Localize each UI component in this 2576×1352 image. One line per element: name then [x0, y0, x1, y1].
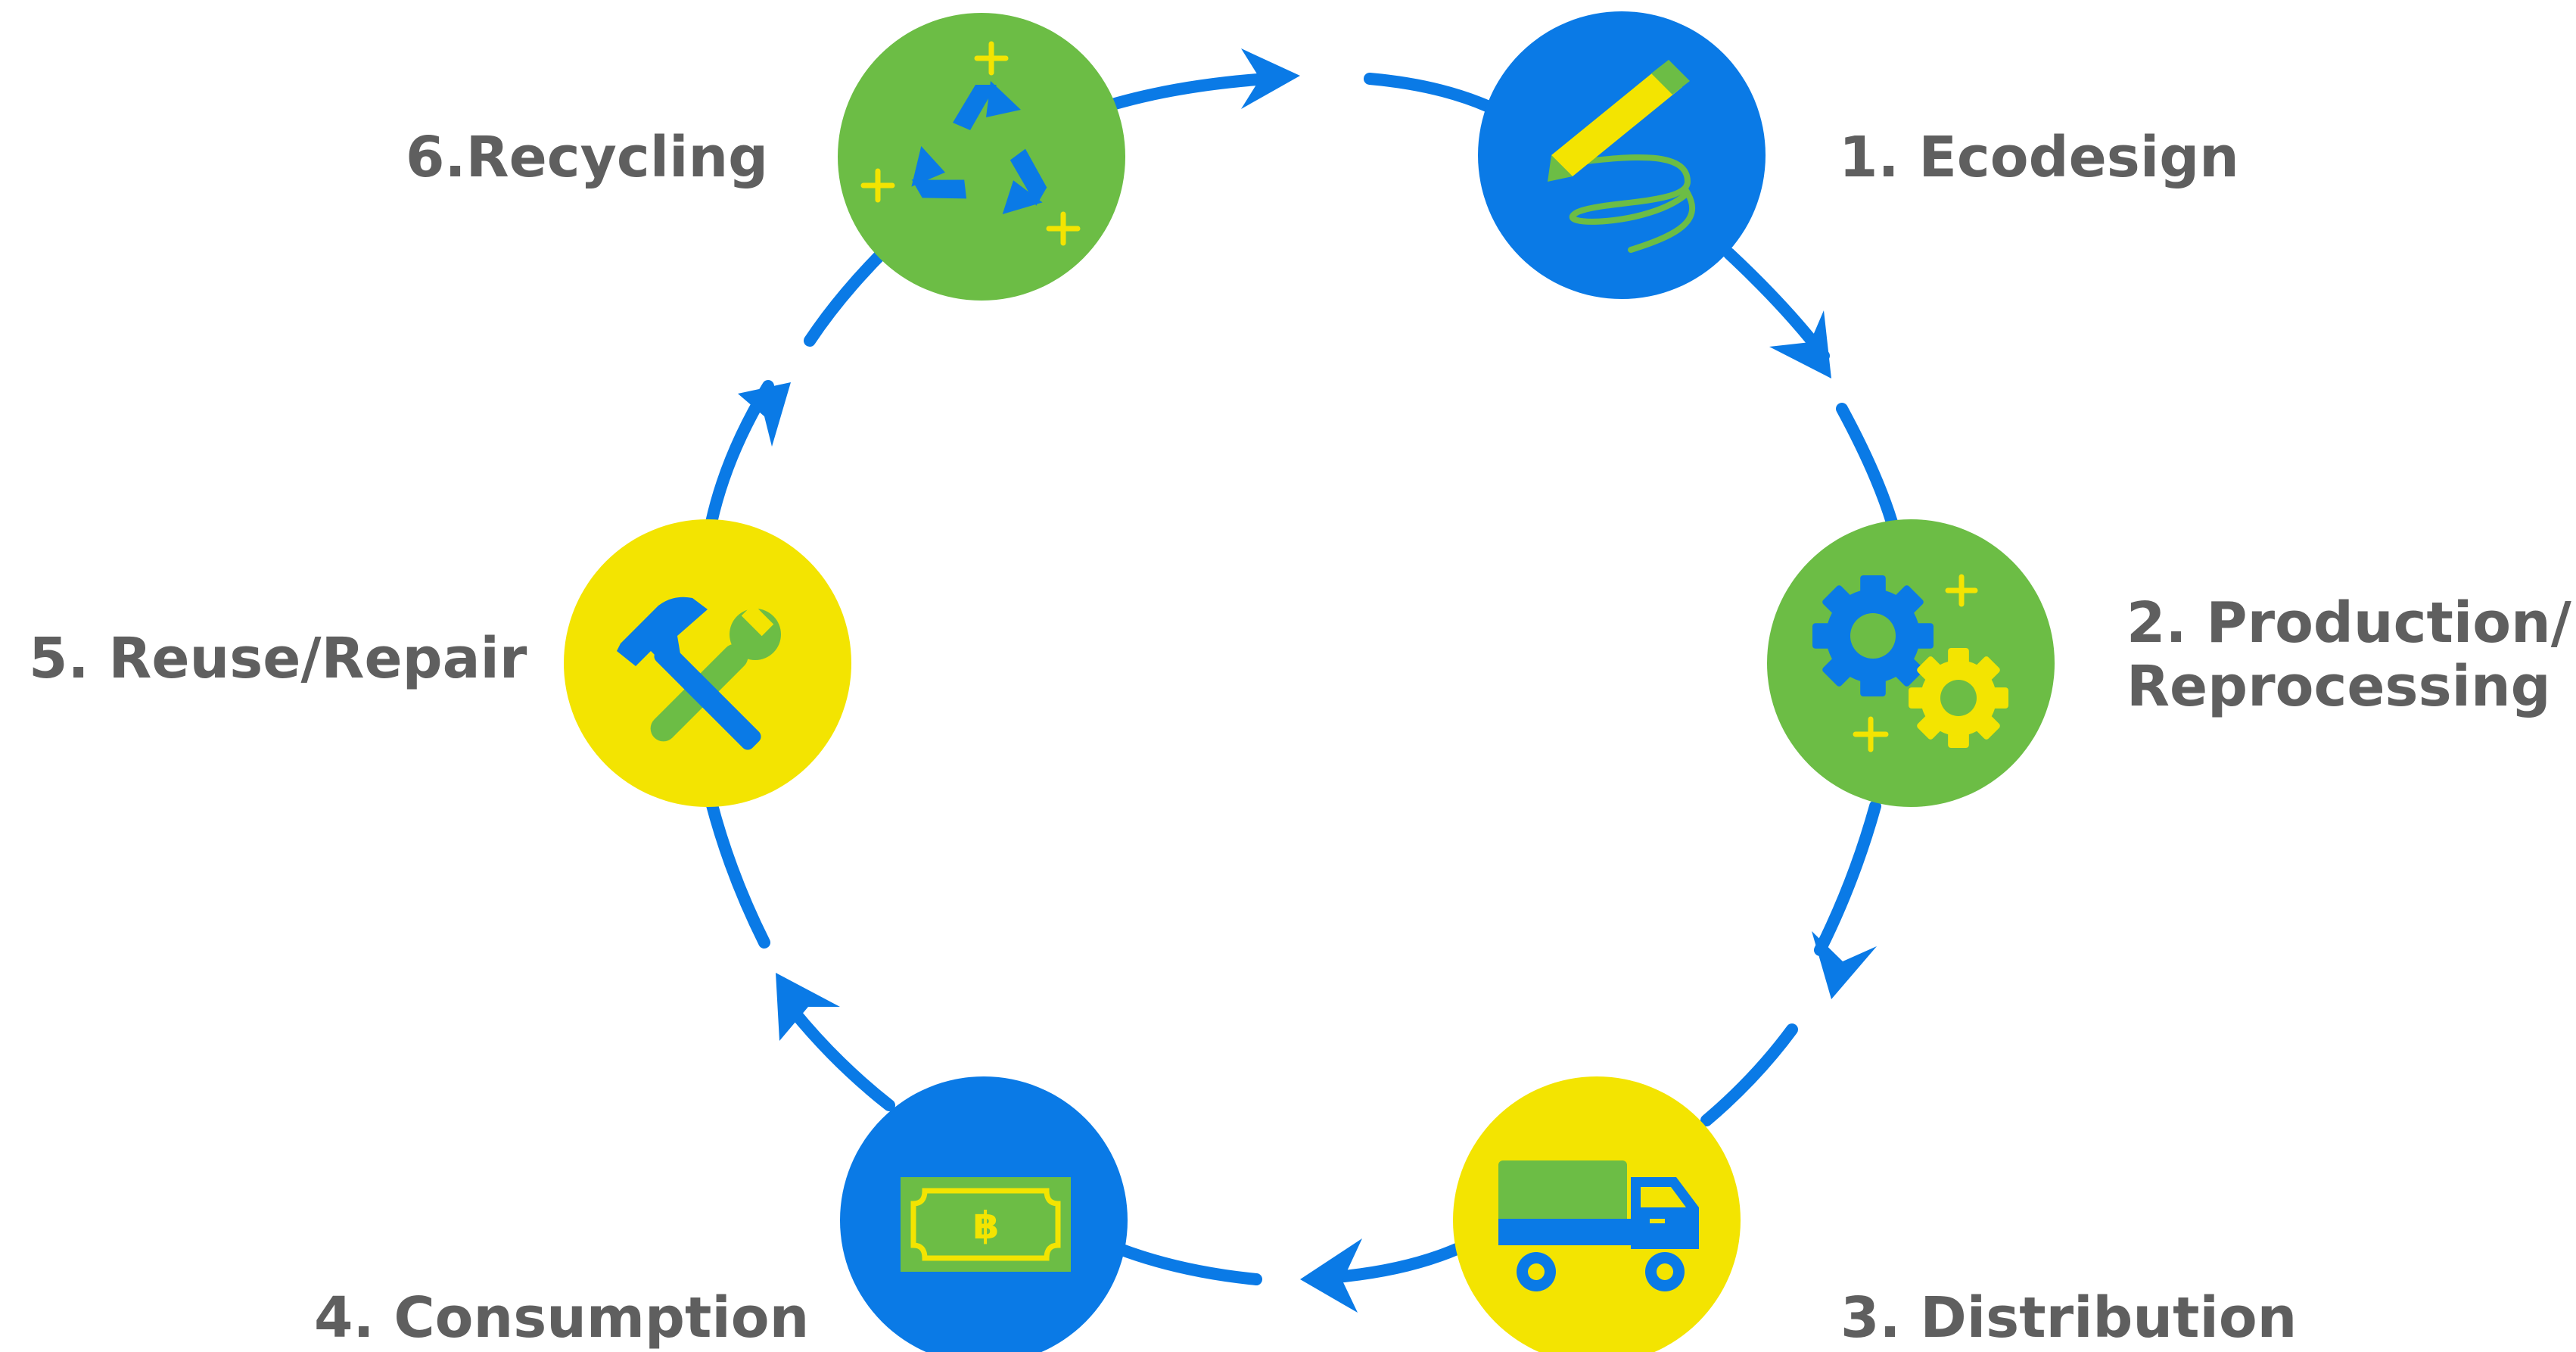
- stage-label-reuse: 5. Reuse/Repair: [29, 626, 527, 691]
- cycle-arrowheads: [738, 48, 1877, 1313]
- connector-distribution-to-consumption: [1322, 1243, 1463, 1284]
- truck-icon: [1498, 1160, 1699, 1291]
- arrowhead-to-consumption: [1300, 1238, 1362, 1313]
- arrowhead-to-ecodesign: [1241, 48, 1300, 109]
- stage-label-recycling: 6.Recycling: [406, 125, 768, 190]
- connector-recycling-entry: [804, 244, 891, 347]
- recycle-icon: [860, 41, 1081, 246]
- connector-ecodesign-to-production: [1723, 248, 1830, 362]
- stage-recycling: [838, 13, 1125, 301]
- banknote-icon: ฿: [901, 1177, 1071, 1272]
- arrowhead-to-distribution: [1812, 931, 1877, 999]
- stage-distribution: [1453, 1076, 1741, 1352]
- arrowhead-to-production: [1769, 310, 1831, 378]
- connector-reuse-entry: [705, 796, 770, 949]
- currency-symbol: ฿: [973, 1204, 1000, 1248]
- arrowhead-to-reuse: [776, 973, 840, 1041]
- connector-recycling-to-ecodesign-tail: [1364, 73, 1493, 112]
- connector-consumption-to-reuse: [787, 1005, 895, 1111]
- connector-production-entry: [1836, 403, 1898, 528]
- connector-consumption-entry: [1114, 1243, 1262, 1285]
- arrowhead-to-recycling: [738, 382, 791, 447]
- connector-distribution-entry: [1700, 1023, 1798, 1126]
- tools-icon: [617, 597, 781, 750]
- stage-reuse-circle: [564, 519, 851, 807]
- stage-production: [1767, 519, 2055, 807]
- stage-ecodesign: [1478, 11, 1766, 299]
- stage-label-consumption: 4. Consumption: [314, 1285, 809, 1350]
- stage-consumption: ฿: [840, 1076, 1128, 1352]
- gears-icon: [1812, 574, 2008, 752]
- stage-reuse: [564, 519, 851, 807]
- stage-label-distribution: 3. Distribution: [1840, 1285, 2297, 1350]
- connector-recycling-to-ecodesign: [1106, 73, 1274, 111]
- stage-label-production: 2. Production/ Reprocessing: [2126, 590, 2576, 719]
- connector-production-to-distribution: [1814, 800, 1881, 956]
- stage-label-ecodesign: 1. Ecodesign: [1839, 125, 2239, 190]
- pencil-icon: [1548, 60, 1696, 253]
- cycle-connectors: [705, 73, 1898, 1285]
